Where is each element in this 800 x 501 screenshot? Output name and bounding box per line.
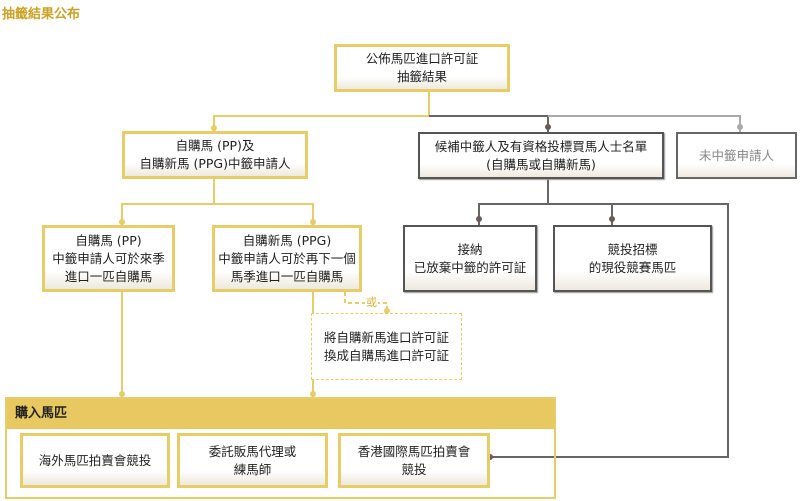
purchase-panel: 購入馬匹 [5, 397, 556, 499]
announce-results-node: 公佈馬匹進口許可証 抽籤結果 [334, 44, 510, 92]
purchase-option-overseas: 海外馬匹拍賣會競投 [20, 433, 170, 488]
convert-permit-node: 將自購新馬進口許可証 換成自購馬進口許可証 [311, 313, 462, 380]
connector-gray-top [429, 115, 549, 132]
accept-permit-node: 接納 已放棄中籤的許可証 [403, 225, 537, 292]
connector-gold-split [121, 179, 314, 225]
pp-node: 自購馬 (PP) 中籤申請人可於來季 進口一匹自購馬 [42, 225, 175, 292]
page-title: 抽籤結果公布 [2, 7, 81, 22]
purchase-header: 購入馬匹 [7, 399, 554, 429]
bid-horse-node: 競投招標 的現役競賽馬匹 [553, 225, 712, 292]
purchase-option-agent: 委託販馬代理或 練馬師 [177, 433, 328, 488]
successful-applicants-node: 自購馬 (PP)及 自購新馬 (PPG)中籤申請人 [122, 131, 308, 179]
unsuccessful-node: 未中籤申請人 [676, 132, 797, 179]
connector-gold-top [213, 92, 430, 131]
waitlist-node: 候補中籤人及有資格投標買馬人士名單 (自購馬或自購新馬) [418, 132, 664, 179]
or-label: 或 [365, 294, 378, 310]
ppg-node: 自購新馬 (PPG) 中籤申請人可於再下一個 馬季進口一匹自購馬 [212, 225, 362, 292]
purchase-option-hk-auction: 香港國際馬匹拍賣會 競投 [338, 433, 490, 488]
